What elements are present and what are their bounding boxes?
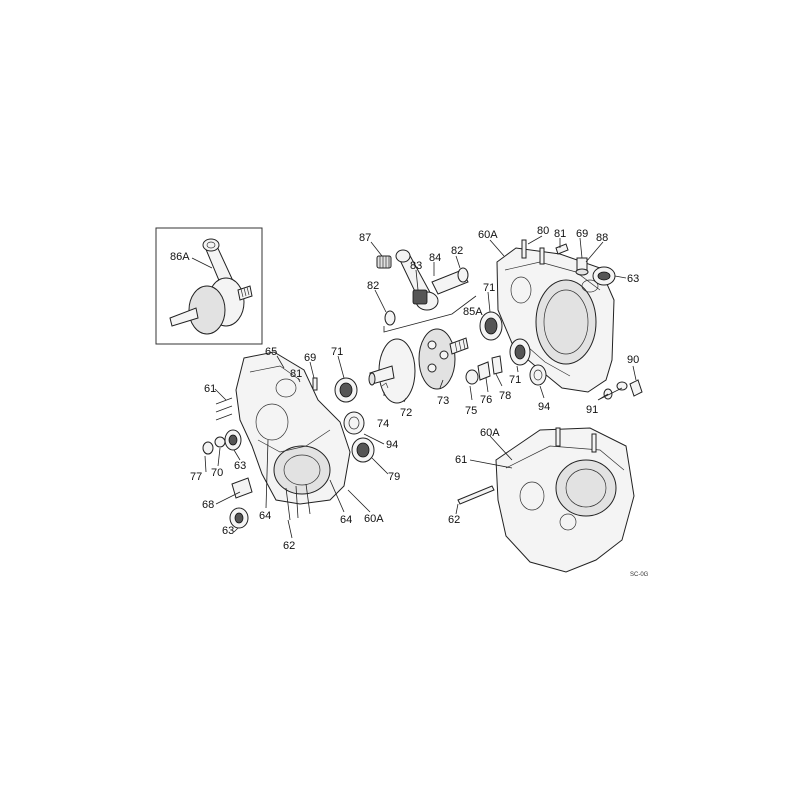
washer-88: [575, 268, 589, 276]
callout-85A: 85A: [463, 306, 483, 318]
ring-75: [465, 369, 479, 385]
inset-crank-web-left: [188, 285, 226, 335]
inset-frame: [155, 227, 263, 345]
rod-small-end: [395, 249, 411, 263]
callout-80: 80: [537, 225, 549, 237]
callout-75: 75: [465, 405, 477, 417]
callout-94-mid: 94: [386, 439, 398, 451]
plug-88: [576, 257, 588, 271]
callout-94-right: 94: [538, 401, 550, 413]
callout-87: 87: [359, 232, 371, 244]
callout-84: 84: [429, 252, 441, 264]
inset-shaft-left: [169, 307, 199, 327]
fitting-69-mid: [312, 377, 318, 391]
callout-62-left: 62: [283, 540, 295, 552]
needle-bearing-87: [376, 255, 392, 269]
callout-79: 79: [388, 471, 400, 483]
seal-94-mid: [343, 411, 365, 435]
callout-60A-br: 60A: [480, 427, 500, 439]
callout-64-left: 64: [259, 510, 271, 522]
assembled-crankcase: [457, 427, 635, 573]
callout-60A-mid: 60A: [364, 513, 384, 525]
callout-60A-top: 60A: [478, 229, 498, 241]
sleeve-76: [477, 361, 491, 381]
drawing-code: SC-0G: [630, 572, 649, 578]
washer-91: [616, 381, 628, 391]
callout-71-mid: 71: [331, 346, 343, 358]
thrust-washer-82-right: [457, 267, 469, 283]
callout-91: 91: [586, 404, 598, 416]
callout-labels: 86A 87 84 82 83 82 85A 60A 80 81 69 88 6…: [170, 225, 649, 578]
leader-lines: [191, 235, 637, 539]
callout-64-right: 64: [340, 514, 352, 526]
right-crankcase-half: [465, 239, 643, 400]
callout-63-top: 63: [627, 273, 639, 285]
fitting-81-top: [555, 243, 569, 255]
crank-shaft-73: [449, 337, 469, 355]
pin-78: [491, 355, 503, 375]
crank-web-73: [418, 328, 456, 390]
callout-71-top: 71: [483, 282, 495, 294]
callout-77: 77: [190, 471, 202, 483]
washer-70: [214, 436, 226, 448]
bolts-61-left: [215, 397, 233, 421]
callout-63-mid: 63: [234, 460, 246, 472]
callout-83: 83: [410, 260, 422, 272]
crankcase-right-bore: [535, 279, 597, 365]
callout-65: 65: [265, 346, 277, 358]
bolts-62-left: [285, 483, 311, 521]
crankshaft-halves: [368, 328, 469, 404]
callout-86A: 86A: [170, 251, 190, 263]
callout-72: 72: [400, 407, 412, 419]
callout-74: 74: [377, 418, 389, 430]
callout-62-br: 62: [448, 514, 460, 526]
long-bolt-62: [457, 485, 495, 505]
callout-68: 68: [202, 499, 214, 511]
callout-81-mid: 81: [290, 368, 302, 380]
callout-81-top: 81: [554, 228, 566, 240]
callout-78: 78: [499, 390, 511, 402]
callout-76: 76: [480, 394, 492, 406]
seal-94-right: [529, 364, 547, 386]
callout-69-top: 69: [576, 228, 588, 240]
callout-70: 70: [211, 467, 223, 479]
callout-90: 90: [627, 354, 639, 366]
assembled-bore: [555, 459, 617, 517]
left-crankcase-assembly: [202, 351, 351, 529]
nut-77: [202, 441, 214, 455]
callout-82-left: 82: [367, 280, 379, 292]
crankshaft-inset: [155, 227, 263, 345]
crankcase-left-bore: [273, 445, 331, 495]
inset-rod-small-end: [202, 238, 220, 252]
bushing-68: [231, 477, 253, 499]
connecting-rod-group: [376, 249, 477, 333]
callout-69-mid: 69: [304, 352, 316, 364]
callout-82-top: 82: [451, 245, 463, 257]
stud-80: [521, 239, 527, 259]
callout-88: 88: [596, 232, 608, 244]
big-end-bearing-83: [412, 289, 428, 305]
woodruff-key-74: [381, 382, 389, 389]
callout-61-left: 61: [204, 383, 216, 395]
plug-90: [629, 379, 643, 397]
callout-61-br: 61: [455, 454, 467, 466]
callout-73: 73: [437, 395, 449, 407]
thrust-washer-82-left: [384, 310, 396, 326]
callout-63-bottom: 63: [222, 525, 234, 537]
callout-71-right: 71: [509, 374, 521, 386]
